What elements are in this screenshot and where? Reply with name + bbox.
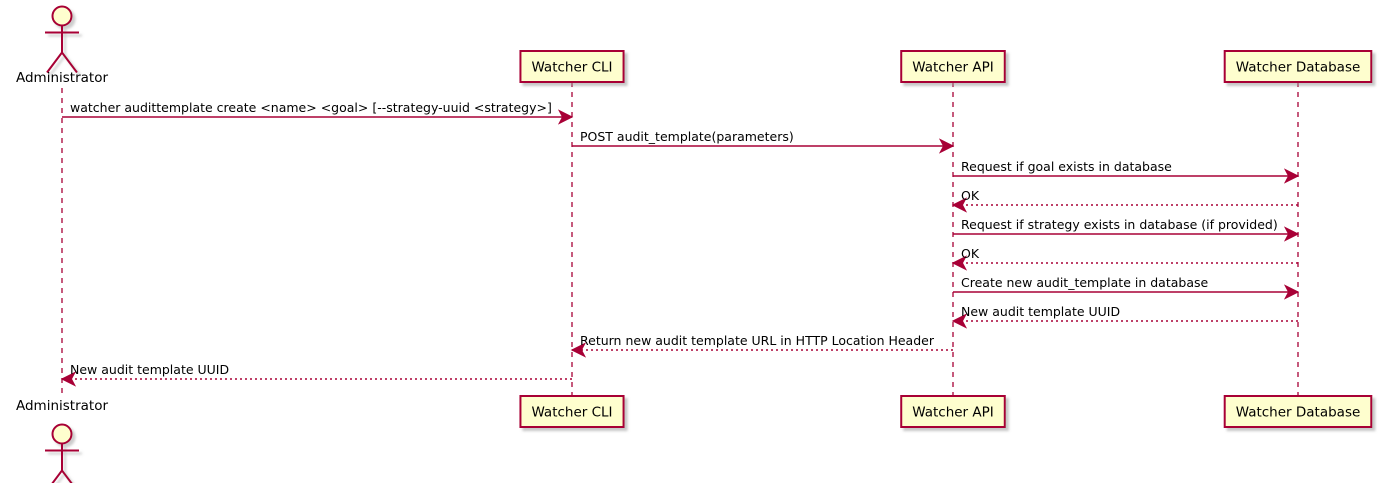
participant-label: Watcher Database (1236, 405, 1361, 421)
message-8: New audit template UUID (951, 304, 1298, 329)
participant-label: Watcher Database (1236, 60, 1361, 76)
participant-api[interactable]: Watcher API (900, 50, 1006, 83)
message-3: Request if goal exists in database (953, 159, 1300, 184)
participant-api[interactable]: Watcher API (900, 395, 1006, 428)
message-1: watcher audittemplate create <name> <goa… (62, 100, 574, 125)
participant-cli[interactable]: Watcher CLI (519, 395, 625, 428)
message-label: Request if strategy exists in database (… (961, 217, 1278, 232)
participant-cli[interactable]: Watcher CLI (519, 50, 625, 83)
participant-database[interactable]: Watcher Database (1223, 395, 1373, 428)
actor-head-icon (51, 5, 73, 27)
message-9: Return new audit template URL in HTTP Lo… (570, 333, 953, 358)
message-label: Return new audit template URL in HTTP Lo… (580, 333, 935, 348)
message-label: OK (961, 188, 980, 203)
participant-box (519, 50, 625, 83)
actor-label-top-admin: Administrator (16, 70, 108, 86)
message-label: watcher audittemplate create <name> <goa… (70, 100, 552, 115)
participant-box (519, 395, 625, 428)
participant-box (1223, 50, 1373, 83)
actor-head-icon (51, 423, 73, 445)
message-label: New audit template UUID (961, 304, 1120, 319)
message-5: Request if strategy exists in database (… (953, 217, 1300, 242)
message-label: OK (961, 246, 980, 261)
message-4: OK (951, 188, 1298, 213)
participant-label: Watcher API (912, 405, 994, 421)
message-6: OK (951, 246, 1298, 271)
actor-admin[interactable] (45, 5, 79, 74)
participant-label: Watcher CLI (531, 60, 612, 76)
message-label: Create new audit_template in database (961, 275, 1208, 290)
message-label: New audit template UUID (70, 362, 229, 377)
message-label: Request if goal exists in database (961, 159, 1172, 174)
message-7: Create new audit_template in database (953, 275, 1300, 300)
participant-database[interactable]: Watcher Database (1223, 50, 1373, 83)
actor-label-bottom-admin: Administrator (16, 398, 108, 414)
participant-box (900, 50, 1006, 83)
participant-label: Watcher CLI (531, 405, 612, 421)
message-2: POST audit_template(parameters) (572, 129, 955, 154)
message-label: POST audit_template(parameters) (580, 129, 794, 144)
actor-admin[interactable] (45, 423, 79, 483)
participant-box (1223, 395, 1373, 428)
message-10: New audit template UUID (60, 362, 572, 387)
participant-box (900, 395, 1006, 428)
participant-label: Watcher API (912, 60, 994, 76)
messages-group: watcher audittemplate create <name> <goa… (60, 100, 1300, 387)
